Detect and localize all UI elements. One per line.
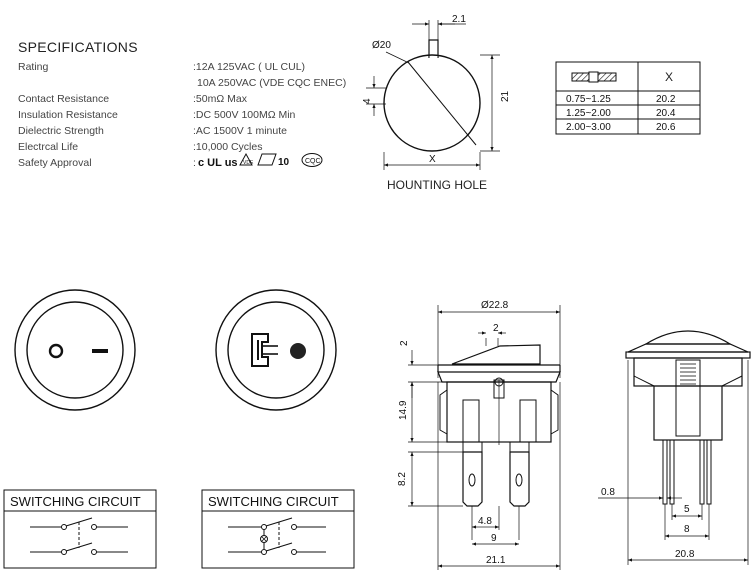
spec-label-contact: Contact Resistance bbox=[18, 93, 109, 105]
spec-value-approval: : bbox=[193, 157, 196, 169]
spec-label-approval: Safety Approval bbox=[18, 157, 92, 169]
dim-mount-notch: 2.1 bbox=[452, 14, 466, 25]
dim-end-width: 20.8 bbox=[675, 549, 695, 560]
lamp-socket-icon bbox=[251, 333, 278, 367]
table-range-2: 1.25~2.00 bbox=[566, 108, 611, 119]
table-header-x: X bbox=[665, 70, 673, 84]
spec-label-insulation: Insulation Resistance bbox=[18, 109, 118, 121]
thickness-table: X 0.75~1.25 20.2 1.25~2.00 20.4 2.00~3.0… bbox=[555, 61, 701, 135]
end-view-drawing: 0.8 5 8 20.8 bbox=[598, 330, 751, 565]
dim-end-pin-span: 8 bbox=[684, 524, 690, 535]
dim-side-width: 21.1 bbox=[486, 555, 506, 566]
table-range-3: 2.00~3.00 bbox=[566, 122, 611, 133]
switching-circuit-2: SWITCHING CIRCUIT bbox=[201, 489, 355, 569]
mounting-hole-drawing: 2.1 Ø20 4 21 X HOUNTING HOLE bbox=[362, 14, 511, 192]
spec-label-life: Electrcal Life bbox=[18, 141, 78, 153]
spec-label-dielectric: Dielectric Strength bbox=[18, 125, 104, 137]
on-symbol-icon bbox=[92, 349, 108, 353]
spec-value-rating-2: 10A 250VAC (VDE CQC ENEC) bbox=[197, 77, 346, 89]
dim-side-diameter: Ø22.8 bbox=[481, 300, 509, 311]
table-x-1: 20.2 bbox=[656, 94, 676, 105]
dim-mount-flat: 4 bbox=[362, 98, 373, 104]
front-view-lamp bbox=[215, 289, 337, 411]
dim-end-thickness: 0.8 bbox=[601, 487, 615, 498]
dim-side-span: 9 bbox=[491, 533, 497, 544]
dim-mount-diameter: Ø20 bbox=[372, 40, 391, 51]
spec-value-rating: :12A 125VAC ( UL CUL) bbox=[193, 61, 305, 73]
dim-side-rocker: 2 bbox=[493, 323, 499, 334]
dim-side-flange: 2 bbox=[399, 340, 410, 346]
switching-circuit-1: SWITCHING CIRCUIT bbox=[3, 489, 157, 569]
dim-side-body: 14.9 bbox=[398, 400, 409, 420]
dim-end-pin: 5 bbox=[684, 504, 690, 515]
dim-mount-x: X bbox=[429, 154, 436, 165]
switching-circuit-label-2: SWITCHING CIRCUIT bbox=[208, 494, 339, 509]
side-view-drawing: Ø22.8 2 2 14.9 bbox=[397, 300, 561, 570]
dim-side-pitch: 4.8 bbox=[478, 516, 492, 527]
mounting-hole-caption: HOUNTING HOLE bbox=[387, 178, 487, 192]
table-x-2: 20.4 bbox=[656, 108, 676, 119]
off-symbol-icon bbox=[48, 343, 64, 359]
table-x-3: 20.6 bbox=[656, 122, 676, 133]
specifications-block: SPECIFICATIONS Rating :12A 125VAC ( UL C… bbox=[18, 39, 346, 169]
svg-text:c UL us: c UL us bbox=[198, 157, 238, 169]
enec-mark-icon: 10 bbox=[257, 153, 290, 168]
dpst-lamp-switch-icon bbox=[228, 517, 326, 555]
svg-text:10: 10 bbox=[278, 157, 290, 168]
vde-mark-icon: VDE bbox=[239, 152, 254, 166]
table-range-1: 0.75~1.25 bbox=[566, 94, 611, 105]
indicator-dot-icon bbox=[290, 343, 306, 359]
svg-text:VDE: VDE bbox=[243, 160, 254, 166]
ul-mark-icon: c UL us bbox=[198, 157, 238, 169]
panel-section-icon bbox=[571, 71, 617, 83]
dim-mount-height: 21 bbox=[500, 90, 511, 102]
cqc-mark-icon: CQC bbox=[301, 153, 323, 167]
spec-value-contact: :50mΩ Max bbox=[193, 93, 248, 105]
dim-side-terminal: 8.2 bbox=[397, 472, 408, 486]
spec-label-rating: Rating bbox=[18, 61, 49, 73]
spec-value-insulation: :DC 500V 100MΩ Min bbox=[193, 109, 296, 121]
spring-detail-icon bbox=[680, 363, 696, 385]
spst-switch-icon bbox=[30, 517, 128, 555]
spec-title: SPECIFICATIONS bbox=[18, 39, 138, 55]
switching-circuit-label-1: SWITCHING CIRCUIT bbox=[10, 494, 141, 509]
spec-value-life: :10,000 Cycles bbox=[193, 141, 262, 153]
svg-text:CQC: CQC bbox=[305, 158, 321, 165]
spec-value-dielectric: :AC 1500V 1 minute bbox=[193, 125, 287, 137]
front-view-basic bbox=[14, 289, 136, 411]
